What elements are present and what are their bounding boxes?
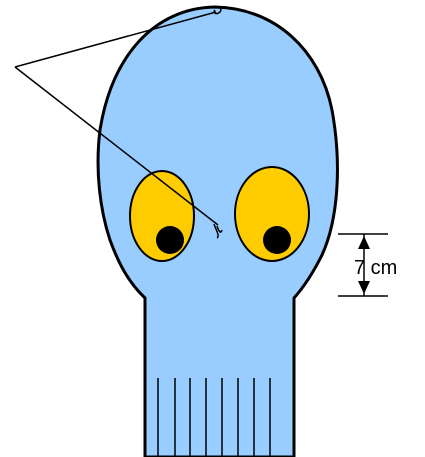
right-pupil — [263, 226, 291, 254]
measurement-indicator: 7 cm — [338, 234, 397, 296]
arrow-up-icon — [358, 236, 370, 249]
arrow-down-icon — [358, 281, 370, 294]
measurement-label: 7 cm — [354, 257, 397, 279]
left-pupil — [156, 226, 184, 254]
